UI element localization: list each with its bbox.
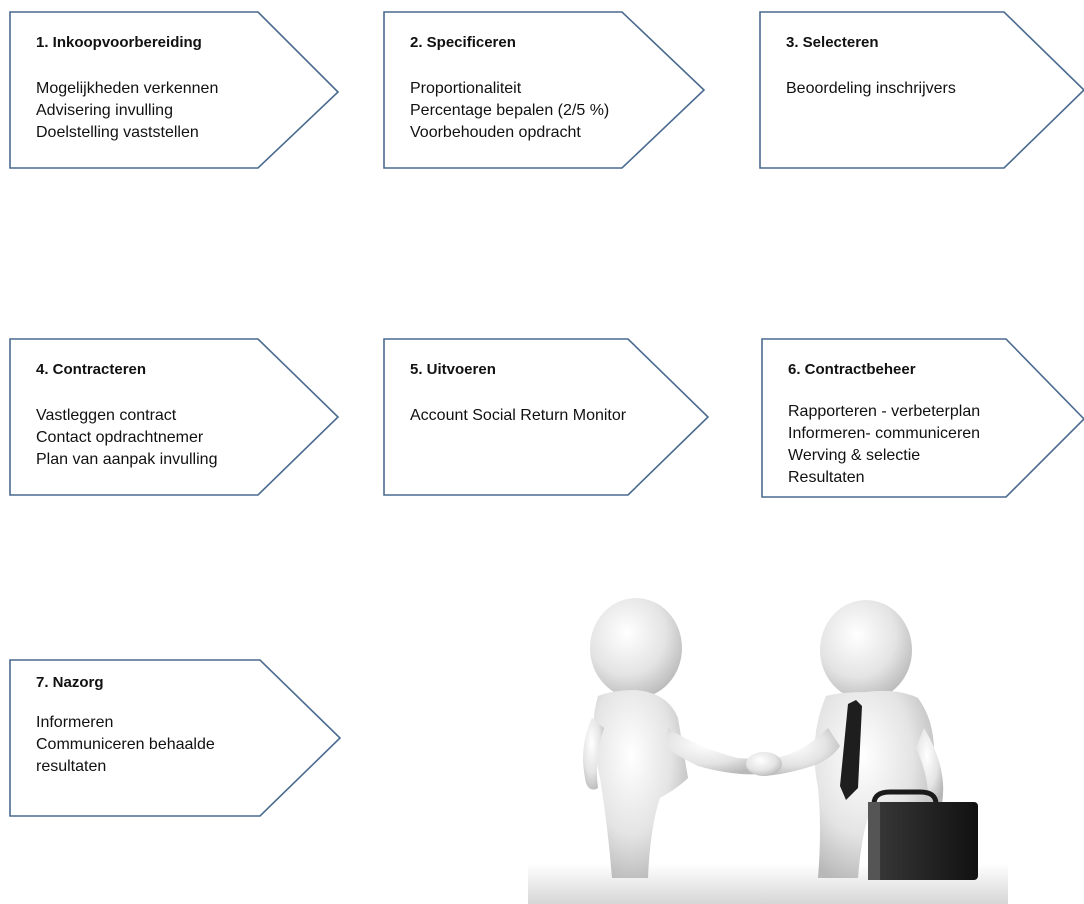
step-line: Beoordeling inschrijvers — [786, 80, 956, 97]
chevron-arrow-shape — [383, 338, 710, 496]
briefcase — [868, 789, 978, 880]
step-lines: Proportionaliteit Percentage bepalen (2/… — [410, 78, 609, 144]
step-line: Proportionaliteit — [410, 80, 522, 97]
step-lines: Beoordeling inschrijvers — [786, 78, 956, 100]
step-lines: Mogelijkheden verkennen Advisering invul… — [36, 78, 218, 144]
step-title: 4. Contracteren — [36, 361, 147, 378]
step-lines: Rapporteren - verbeterplan Informeren- c… — [788, 401, 980, 489]
process-step-3: 3. Selecteren Beoordeling inschrijvers — [758, 10, 1084, 170]
step-line: Plan van aanpak invulling — [36, 451, 218, 468]
chevron-arrow-shape — [383, 11, 706, 169]
step-title: 3. Selecteren — [786, 34, 879, 51]
process-step-4: 4. Contracteren Vastleggen contract Cont… — [8, 337, 348, 497]
step-title: 2. Specificeren — [410, 34, 516, 51]
step-title: 5. Uitvoeren — [410, 361, 496, 378]
process-step-2: 2. Specificeren Proportionaliteit Percen… — [382, 10, 722, 170]
step-title: 1. Inkoopvoorbereiding — [36, 34, 202, 51]
step-line: Contact opdrachtnemer — [36, 429, 204, 446]
necktie — [840, 700, 862, 800]
chevron-arrow-shape — [759, 11, 1084, 169]
step-line: Doelstelling vaststellen — [36, 124, 199, 141]
step-line: Vastleggen contract — [36, 407, 177, 424]
handshake-illustration — [528, 598, 1008, 904]
step-title: 6. Contractbeheer — [788, 361, 916, 378]
process-step-7: 7. Nazorg Informeren Communiceren behaal… — [8, 658, 348, 818]
step-line: resultaten — [36, 758, 107, 775]
chevron-arrow-shape — [9, 338, 340, 496]
step-lines: Informeren Communiceren behaalde resulta… — [36, 712, 215, 778]
step-lines: Vastleggen contract Contact opdrachtneme… — [36, 405, 217, 471]
step-line: Informeren — [36, 714, 114, 731]
step-line: Werving & selectie — [788, 447, 921, 464]
step-line: Resultaten — [788, 469, 865, 486]
chevron-arrow-shape — [761, 338, 1084, 498]
step-line: Percentage bepalen (2/5 %) — [410, 102, 610, 119]
chevron-arrow-shape — [9, 11, 340, 169]
step-line: Mogelijkheden verkennen — [36, 80, 219, 97]
step-lines: Account Social Return Monitor — [410, 405, 626, 427]
step-line: Advisering invulling — [36, 102, 173, 119]
step-line: Account Social Return Monitor — [410, 407, 627, 424]
step-line: Voorbehouden opdracht — [410, 124, 581, 141]
left-figure — [583, 598, 766, 878]
process-step-6: 6. Contractbeheer Rapporteren - verbeter… — [760, 337, 1084, 498]
step-line: Rapporteren - verbeterplan — [788, 403, 981, 420]
process-step-5: 5. Uitvoeren Account Social Return Monit… — [382, 337, 722, 497]
step-line: Informeren- communiceren — [788, 425, 981, 442]
handshake-hands — [746, 752, 782, 776]
chevron-arrow-shape — [9, 659, 342, 817]
step-line: Communiceren behaalde — [36, 736, 215, 753]
step-title: 7. Nazorg — [36, 674, 104, 691]
process-step-1: 1. Inkoopvoorbereiding Mogelijkheden ver… — [8, 10, 348, 170]
